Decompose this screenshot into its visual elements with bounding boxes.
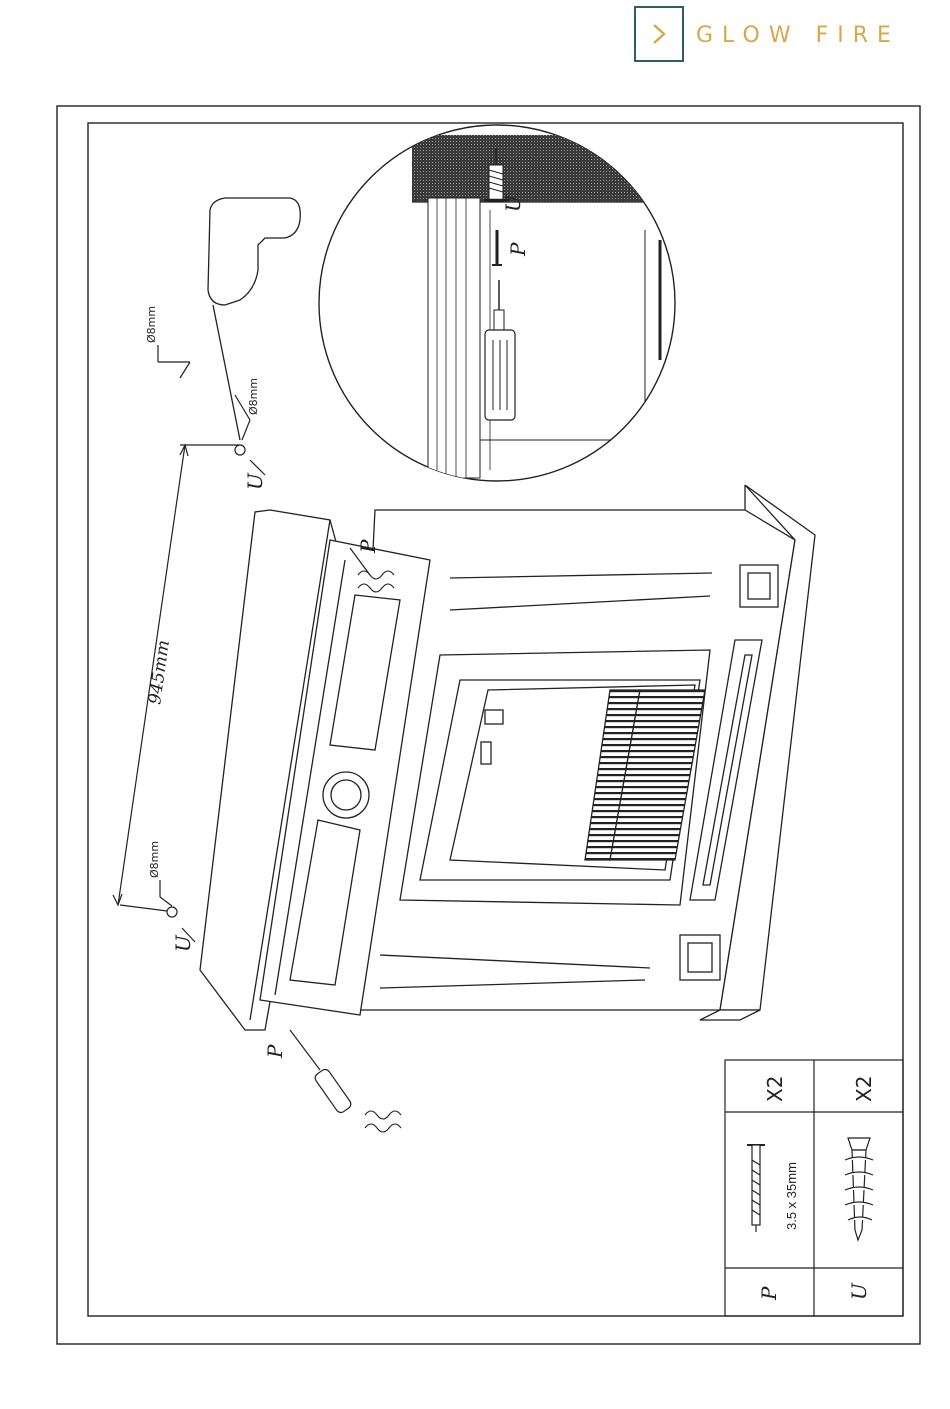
part-p-qty: X2 <box>763 1076 787 1102</box>
dimension-label: 945mm <box>145 639 174 706</box>
drill-label-2: Ø8mm <box>247 378 260 415</box>
part-u-code: U <box>847 1282 871 1300</box>
callout-u-bottom: U <box>171 934 195 952</box>
fireplace-mantel <box>200 485 815 1030</box>
drill-label-3: Ø8mm <box>148 841 161 878</box>
part-u-qty: X2 <box>852 1076 876 1102</box>
drill-label-1: Ø8mm <box>145 306 158 343</box>
callout-p-top: P <box>356 539 380 554</box>
screw-icon <box>747 1145 765 1232</box>
detail-callout-u: U <box>501 194 525 212</box>
callout-u-top: U <box>243 472 267 490</box>
detail-callout-p: P <box>506 242 530 257</box>
callout-p-bottom: P <box>263 1044 287 1059</box>
detail-circle: U P <box>319 125 690 481</box>
wall-anchor-icon <box>845 1138 873 1240</box>
part-p-spec: 3.5 x 35mm <box>784 1162 799 1230</box>
part-p-code: P <box>757 1286 781 1301</box>
